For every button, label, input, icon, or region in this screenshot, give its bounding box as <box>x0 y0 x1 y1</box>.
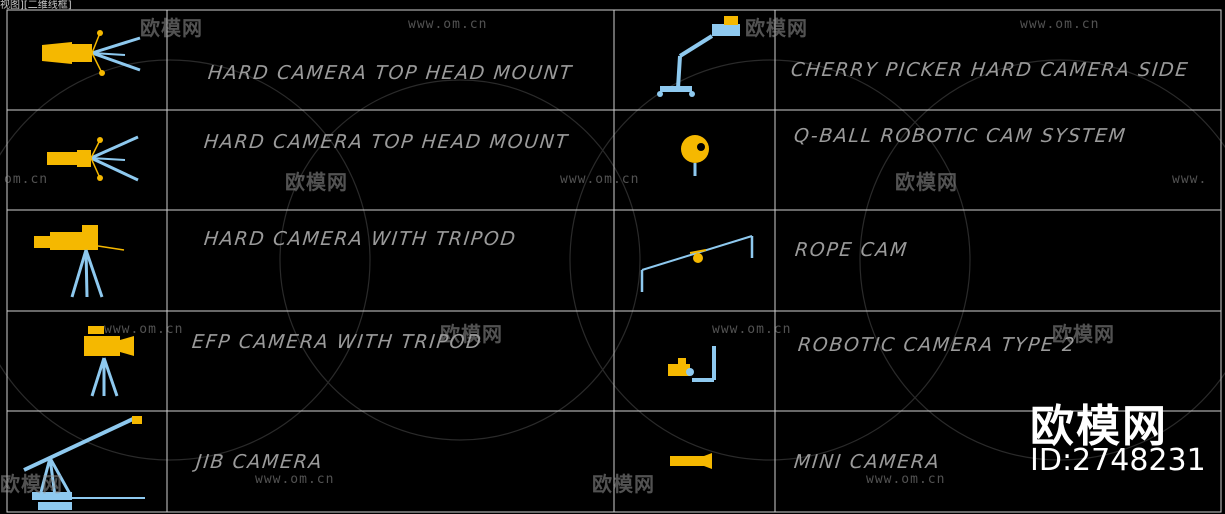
watermark-url: www.om.cn <box>104 322 184 337</box>
row-2-left-label: HARD CAMERA TOP HEAD MOUNT <box>202 131 570 153</box>
watermark-url: www.om.cn <box>1020 17 1100 32</box>
jib-camera-icon <box>23 416 145 510</box>
watermark-logo: 欧模网 <box>0 472 63 496</box>
watermark-logo: 欧模网 <box>140 16 203 40</box>
watermark-logo: 欧模网 <box>1052 322 1115 346</box>
watermark-url: www.om.cn <box>866 472 946 487</box>
viewport-caption: 视图][二维线框] <box>0 0 72 11</box>
table-grid <box>6 9 1222 513</box>
row-5-left-label: JIB CAMERA <box>194 451 325 473</box>
efp-camera-tripod-icon <box>84 326 134 397</box>
rope-cam-icon <box>640 235 754 292</box>
watermark-url: www.om.cn <box>408 17 488 32</box>
cherry-picker-icon <box>657 16 740 97</box>
hard-camera-top-head-icon-2 <box>47 135 139 182</box>
watermark-url-partial: om.cn <box>4 172 49 187</box>
row-3-right-label: ROPE CAM <box>793 239 910 261</box>
watermark-logo: 欧模网 <box>745 16 808 40</box>
watermark-url-partial: www. <box>1172 172 1208 187</box>
row-4-right-label: ROBOTIC CAMERA TYPE 2 <box>796 334 1078 356</box>
watermark-url: www.om.cn <box>255 472 335 487</box>
watermark-logo: 欧模网 <box>592 472 655 496</box>
watermark-logo: 欧模网 <box>285 170 348 194</box>
hard-camera-tripod-icon <box>34 225 125 298</box>
q-ball-camera-icon <box>681 135 709 176</box>
hard-camera-top-head-icon <box>42 30 141 76</box>
watermark-logo: 欧模网 <box>895 170 958 194</box>
brand-name: 欧模网 <box>1030 401 1168 452</box>
robotic-camera-icon <box>668 346 716 382</box>
row-3-left-label: HARD CAMERA WITH TRIPOD <box>202 228 518 250</box>
row-4-left-label: EFP CAMERA WITH TRIPOD <box>190 331 484 353</box>
watermark-url: www.om.cn <box>560 172 640 187</box>
watermark-logo: 欧模网 <box>440 322 503 346</box>
watermark-circles <box>0 59 1225 461</box>
watermark-url: www.om.cn <box>712 322 792 337</box>
row-2-right-label: Q-BALL ROBOTIC CAM SYSTEM <box>792 125 1128 147</box>
brand-id: ID:2748231 <box>1030 443 1206 478</box>
row-5-right-label: MINI CAMERA <box>792 451 942 473</box>
mini-camera-icon <box>670 453 712 469</box>
row-1-right-label: CHERRY PICKER HARD CAMERA SIDE <box>789 59 1191 81</box>
row-1-left-label: HARD CAMERA TOP HEAD MOUNT <box>206 62 574 84</box>
